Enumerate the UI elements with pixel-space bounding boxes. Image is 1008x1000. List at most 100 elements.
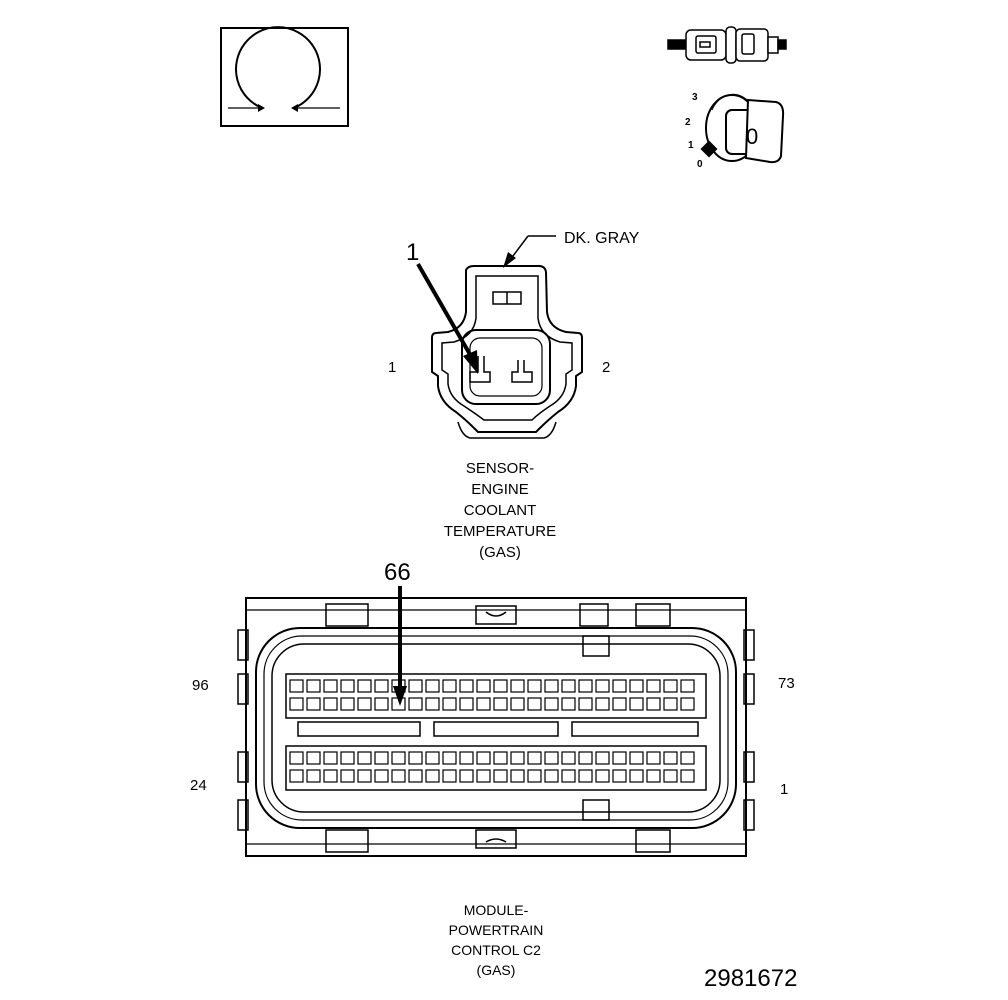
pin-1-callout-arrow	[416, 263, 478, 374]
key-label: 0	[746, 124, 758, 149]
terminal-cavity	[459, 769, 474, 783]
terminal-cavity	[578, 751, 593, 765]
terminal-cavity	[544, 697, 559, 711]
color-leader	[503, 235, 556, 268]
wire-color-label: DK. GRAY	[564, 230, 640, 247]
terminal-cavity	[357, 751, 372, 765]
key-position-3: 3	[692, 92, 698, 103]
terminal-cavity	[493, 769, 508, 783]
sensor-caption-line: ENGINE	[471, 481, 529, 498]
terminal-cavity	[476, 751, 491, 765]
terminal-cavity	[680, 679, 695, 693]
terminal-cavity	[459, 751, 474, 765]
terminal-cavity	[646, 679, 661, 693]
terminal-cavity	[544, 769, 559, 783]
terminal-cavity	[425, 697, 440, 711]
terminal-cavity	[289, 769, 304, 783]
terminal-cavity	[340, 751, 355, 765]
terminal-cavity	[459, 679, 474, 693]
terminal-cavity	[646, 697, 661, 711]
terminal-cavity	[459, 697, 474, 711]
terminal-cavity	[408, 697, 423, 711]
terminal-cavity	[646, 769, 661, 783]
terminal-cavity	[544, 751, 559, 765]
terminal-cavity	[595, 697, 610, 711]
terminal-cavity	[357, 679, 372, 693]
terminal-cavity	[680, 751, 695, 765]
terminal-cavity	[680, 769, 695, 783]
terminal-cavity	[425, 769, 440, 783]
terminal-cavity	[629, 751, 644, 765]
sensor-caption-line: TEMPERATURE	[443, 523, 557, 540]
terminal-cavity	[663, 697, 678, 711]
terminal-cavity	[612, 697, 627, 711]
terminal-cavity	[289, 697, 304, 711]
terminal-cavity	[374, 679, 389, 693]
terminal-cavity	[289, 679, 304, 693]
terminal-cavity	[629, 769, 644, 783]
terminal-cavity	[510, 679, 525, 693]
terminal-cavity	[442, 697, 457, 711]
terminal-cavity	[340, 697, 355, 711]
terminal-cavity	[646, 751, 661, 765]
pcm-caption: MODULE- POWERTRAIN CONTROL C2 (GAS)	[396, 900, 596, 980]
terminal-cavity	[629, 679, 644, 693]
terminal-cavity	[442, 679, 457, 693]
terminal-cavity	[561, 679, 576, 693]
terminal-cavity	[476, 769, 491, 783]
terminal-cavity	[306, 697, 321, 711]
sensor-caption-line: (GAS)	[479, 544, 521, 561]
terminal-cavity	[680, 697, 695, 711]
terminal-cavity	[425, 679, 440, 693]
terminal-cavity	[493, 697, 508, 711]
terminal-cavity	[374, 751, 389, 765]
terminal-cavity	[306, 751, 321, 765]
terminal-cavity	[561, 769, 576, 783]
terminal-cavity	[527, 751, 542, 765]
terminal-cavity	[323, 769, 338, 783]
terminal-cavity	[663, 769, 678, 783]
figure-number: 2981672	[704, 965, 797, 992]
terminal-cavity	[306, 679, 321, 693]
terminal-cavity	[578, 679, 593, 693]
sensor-caption-line: COOLANT	[463, 502, 537, 519]
key-position-2: 2	[685, 117, 691, 128]
pin-label-2: 2	[602, 359, 610, 376]
terminal-cavity	[663, 751, 678, 765]
key-position-1: 1	[688, 140, 694, 151]
key-position-0: 0	[697, 159, 703, 170]
terminal-cavity	[510, 697, 525, 711]
terminal-cavity	[408, 769, 423, 783]
pin-label-1: 1	[388, 359, 396, 376]
terminal-cavity	[374, 769, 389, 783]
terminal-cavity	[561, 697, 576, 711]
terminal-cavity	[527, 769, 542, 783]
pin-callout-1: 1	[406, 239, 419, 266]
terminal-cavity	[476, 679, 491, 693]
connector-disconnect-icon	[667, 26, 787, 64]
sensor-caption: SENSOR- ENGINE COOLANT TEMPERATURE (GAS)	[400, 458, 600, 563]
terminal-cavity	[442, 769, 457, 783]
terminal-cavity	[476, 697, 491, 711]
pcm-caption-line: POWERTRAIN	[448, 922, 544, 938]
terminal-cavity	[289, 751, 304, 765]
terminal-cavity	[323, 697, 338, 711]
terminal-cavity	[340, 679, 355, 693]
sensor-caption-line: SENSOR-	[465, 460, 535, 477]
terminal-cavity	[612, 679, 627, 693]
pin-label-24: 24	[190, 777, 207, 794]
terminal-cavity	[510, 751, 525, 765]
terminal-cavity	[612, 751, 627, 765]
pcm-caption-line: (GAS)	[476, 962, 516, 978]
terminal-cavity	[527, 697, 542, 711]
pin-label-96: 96	[192, 677, 209, 694]
terminal-cavity	[391, 751, 406, 765]
terminal-cavity	[408, 751, 423, 765]
terminal-cavity	[374, 697, 389, 711]
terminal-cavity	[306, 769, 321, 783]
ohm-symbol-icon	[220, 26, 349, 127]
terminal-cavity	[493, 751, 508, 765]
terminal-cavity	[578, 697, 593, 711]
terminal-cavity	[561, 751, 576, 765]
pcm-caption-line: MODULE-	[463, 902, 529, 918]
